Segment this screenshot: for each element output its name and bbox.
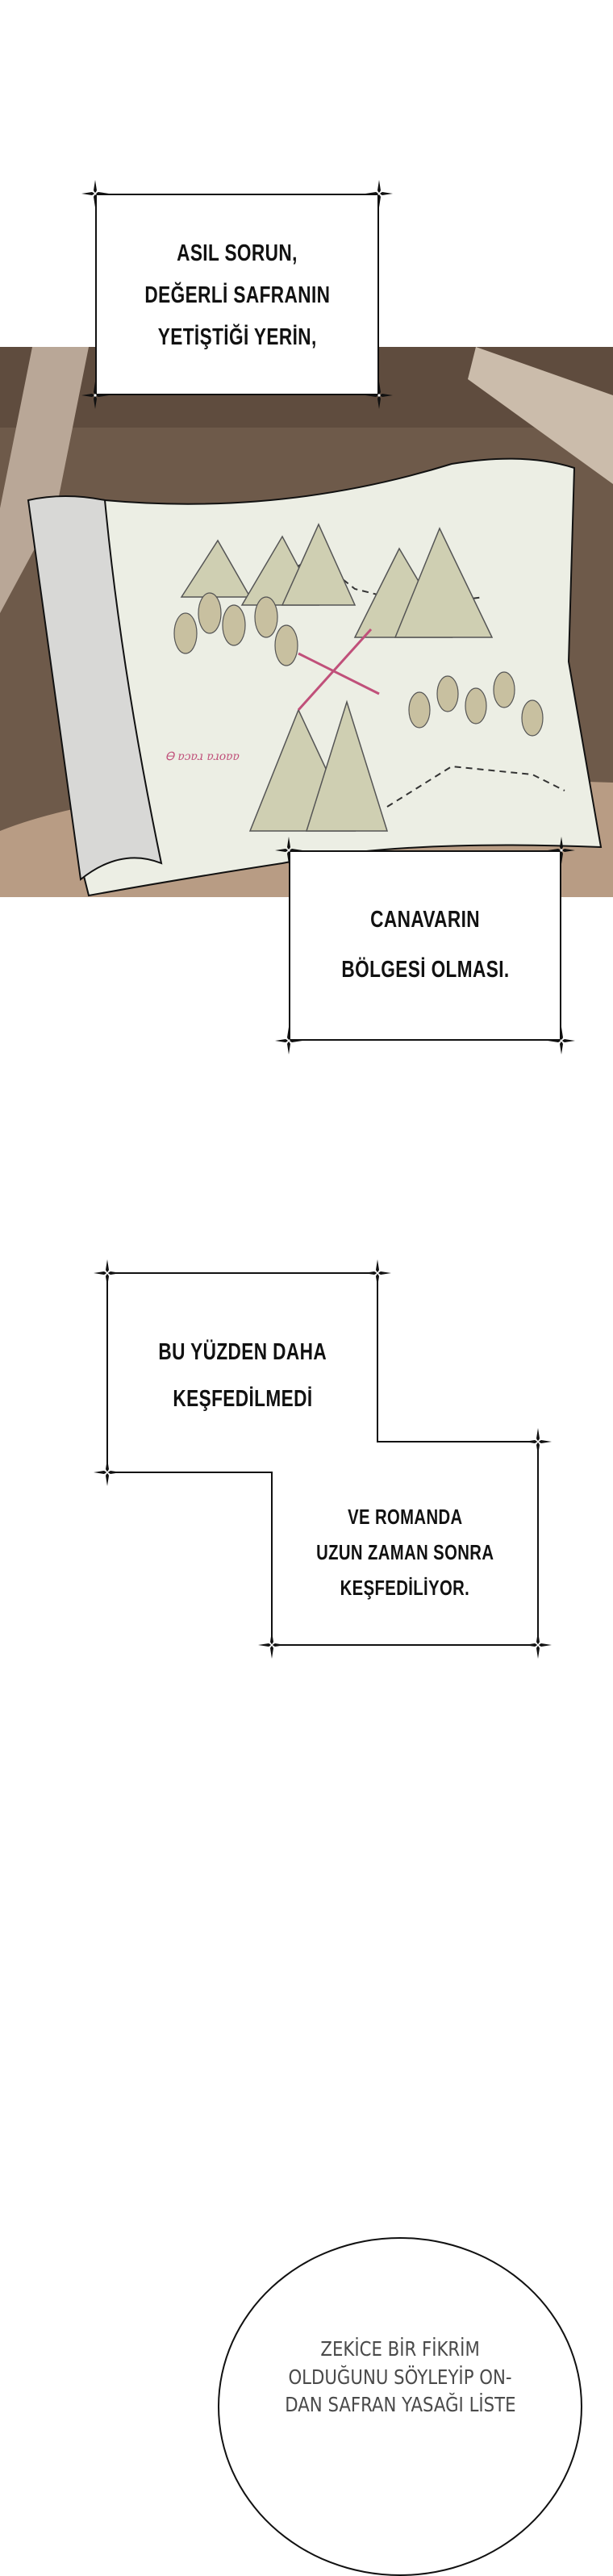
corner-marker-icon [523, 1427, 553, 1456]
caption-box-2: CANAVARIN BÖLGESİ OLMASI. [289, 850, 561, 1041]
caption-box-4: VE ROMANDA UZUN ZAMAN SONRA KEŞFEDİLİYOR… [273, 1443, 536, 1643]
caption-line: CANAVARIN [370, 907, 480, 933]
corner-marker-icon [363, 1259, 392, 1288]
caption-line: KEŞFEDİLİYOR. [340, 1576, 470, 1600]
caption-line: DEĞERLİ SAFRANIN [144, 282, 330, 308]
bubble-line: DAN SAFRAN YASAĞI LİSTE [284, 2393, 516, 2416]
map-illustration-panel: Ꮎ ɐɔɐɹ ɐɹoɐɐ [0, 347, 613, 897]
caption-box-3: BU YÜZDEN DAHA KEŞFEDİLMEDİ [109, 1275, 376, 1468]
caption-line: KEŞFEDİLMEDİ [172, 1386, 313, 1412]
red-x-mark [297, 628, 380, 712]
corner-marker-icon [93, 1458, 122, 1487]
caption-line: ASIL SORUN, [177, 240, 298, 266]
corner-marker-icon [257, 1630, 286, 1660]
caption-line: YETİŞTİĞİ YERİN, [157, 324, 317, 350]
corner-marker-icon [93, 1259, 122, 1288]
linked-caption-outline [106, 1272, 539, 1646]
bubble-line: OLDUĞUNU SÖYLEYİP ON- [288, 2365, 512, 2389]
caption-line: UZUN ZAMAN SONRA [315, 1540, 494, 1564]
bubble-line: ZEKİCE BİR FİKRİM [320, 2337, 480, 2361]
caption-line: BU YÜZDEN DAHA [158, 1339, 327, 1365]
caption-box-1: ASIL SORUN, DEĞERLİ SAFRANIN YETİŞTİĞİ Y… [95, 194, 379, 395]
map-scroll-illustration: Ꮎ ɐɔɐɹ ɐɹoɐɐ [0, 347, 613, 897]
corner-marker-icon [523, 1630, 553, 1660]
caption-line: BÖLGESİ OLMASI. [340, 957, 510, 983]
svg-text:Ꮎ ɐɔɐɹ ɐɹoɐɐ: Ꮎ ɐɔɐɹ ɐɹoɐɐ [165, 750, 240, 763]
caption-line: VE ROMANDA [347, 1505, 463, 1529]
